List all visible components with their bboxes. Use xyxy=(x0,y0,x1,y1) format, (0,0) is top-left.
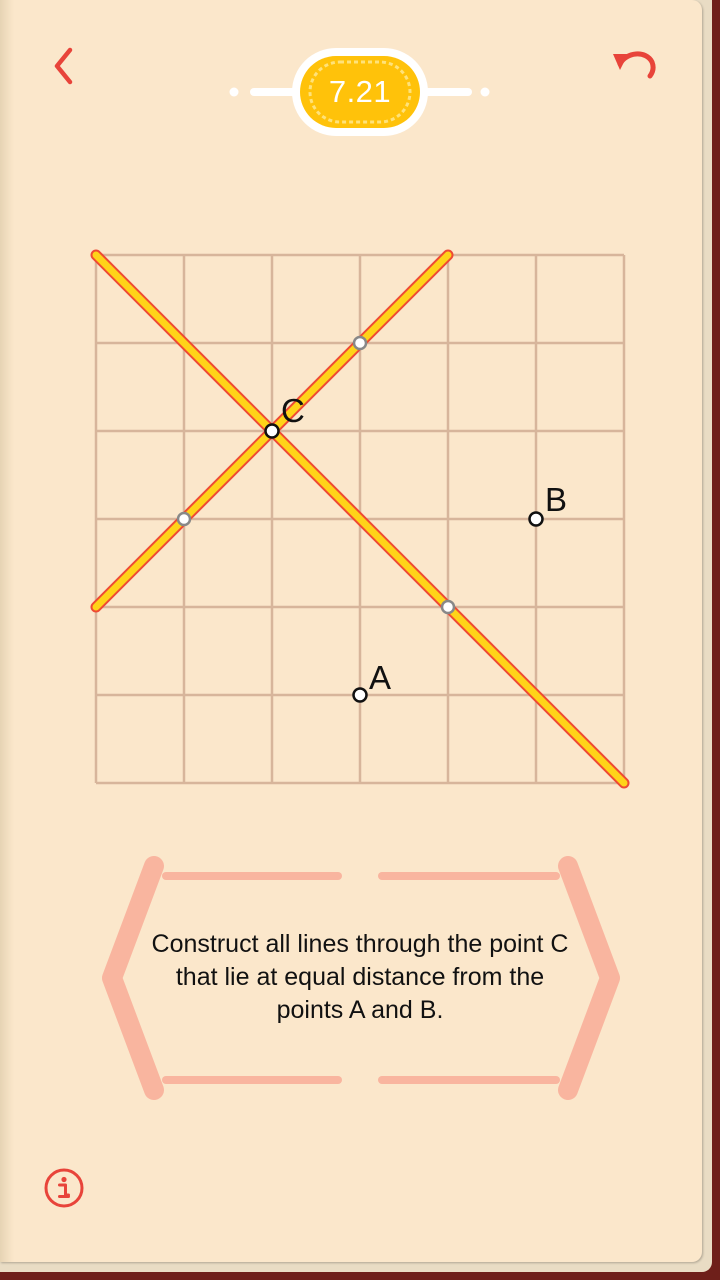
point-marker[interactable] xyxy=(264,423,280,439)
point-label: B xyxy=(545,481,567,518)
info-icon xyxy=(44,1168,84,1208)
point-label: C xyxy=(281,392,305,429)
constructed-line[interactable] xyxy=(92,251,628,787)
back-button[interactable] xyxy=(40,40,90,90)
point-label: A xyxy=(369,659,391,696)
given-points: A B C xyxy=(264,392,568,703)
point-marker[interactable] xyxy=(352,687,368,703)
info-button[interactable] xyxy=(42,1166,86,1210)
point-b[interactable]: B xyxy=(528,481,568,527)
point-c[interactable]: C xyxy=(264,392,305,439)
line-handle[interactable] xyxy=(352,335,368,351)
geometry-board[interactable]: A B C xyxy=(0,0,702,860)
undo-icon xyxy=(613,51,656,79)
task-frame xyxy=(102,856,620,1100)
book-page: 7.21 A B C Construct all lines through the… xyxy=(0,0,702,1262)
task-instruction: Construct all lines through the point C … xyxy=(151,930,569,1024)
chevron-left-icon xyxy=(54,47,73,85)
line-handle[interactable] xyxy=(440,599,456,615)
level-number: 7.21 xyxy=(328,74,392,109)
undo-button[interactable] xyxy=(606,40,662,90)
line-handle[interactable] xyxy=(176,511,192,527)
page-binding xyxy=(0,0,14,1262)
line-marks xyxy=(176,335,456,615)
point-marker[interactable] xyxy=(528,511,544,527)
point-a[interactable]: A xyxy=(352,659,392,703)
level-badge xyxy=(292,48,428,136)
